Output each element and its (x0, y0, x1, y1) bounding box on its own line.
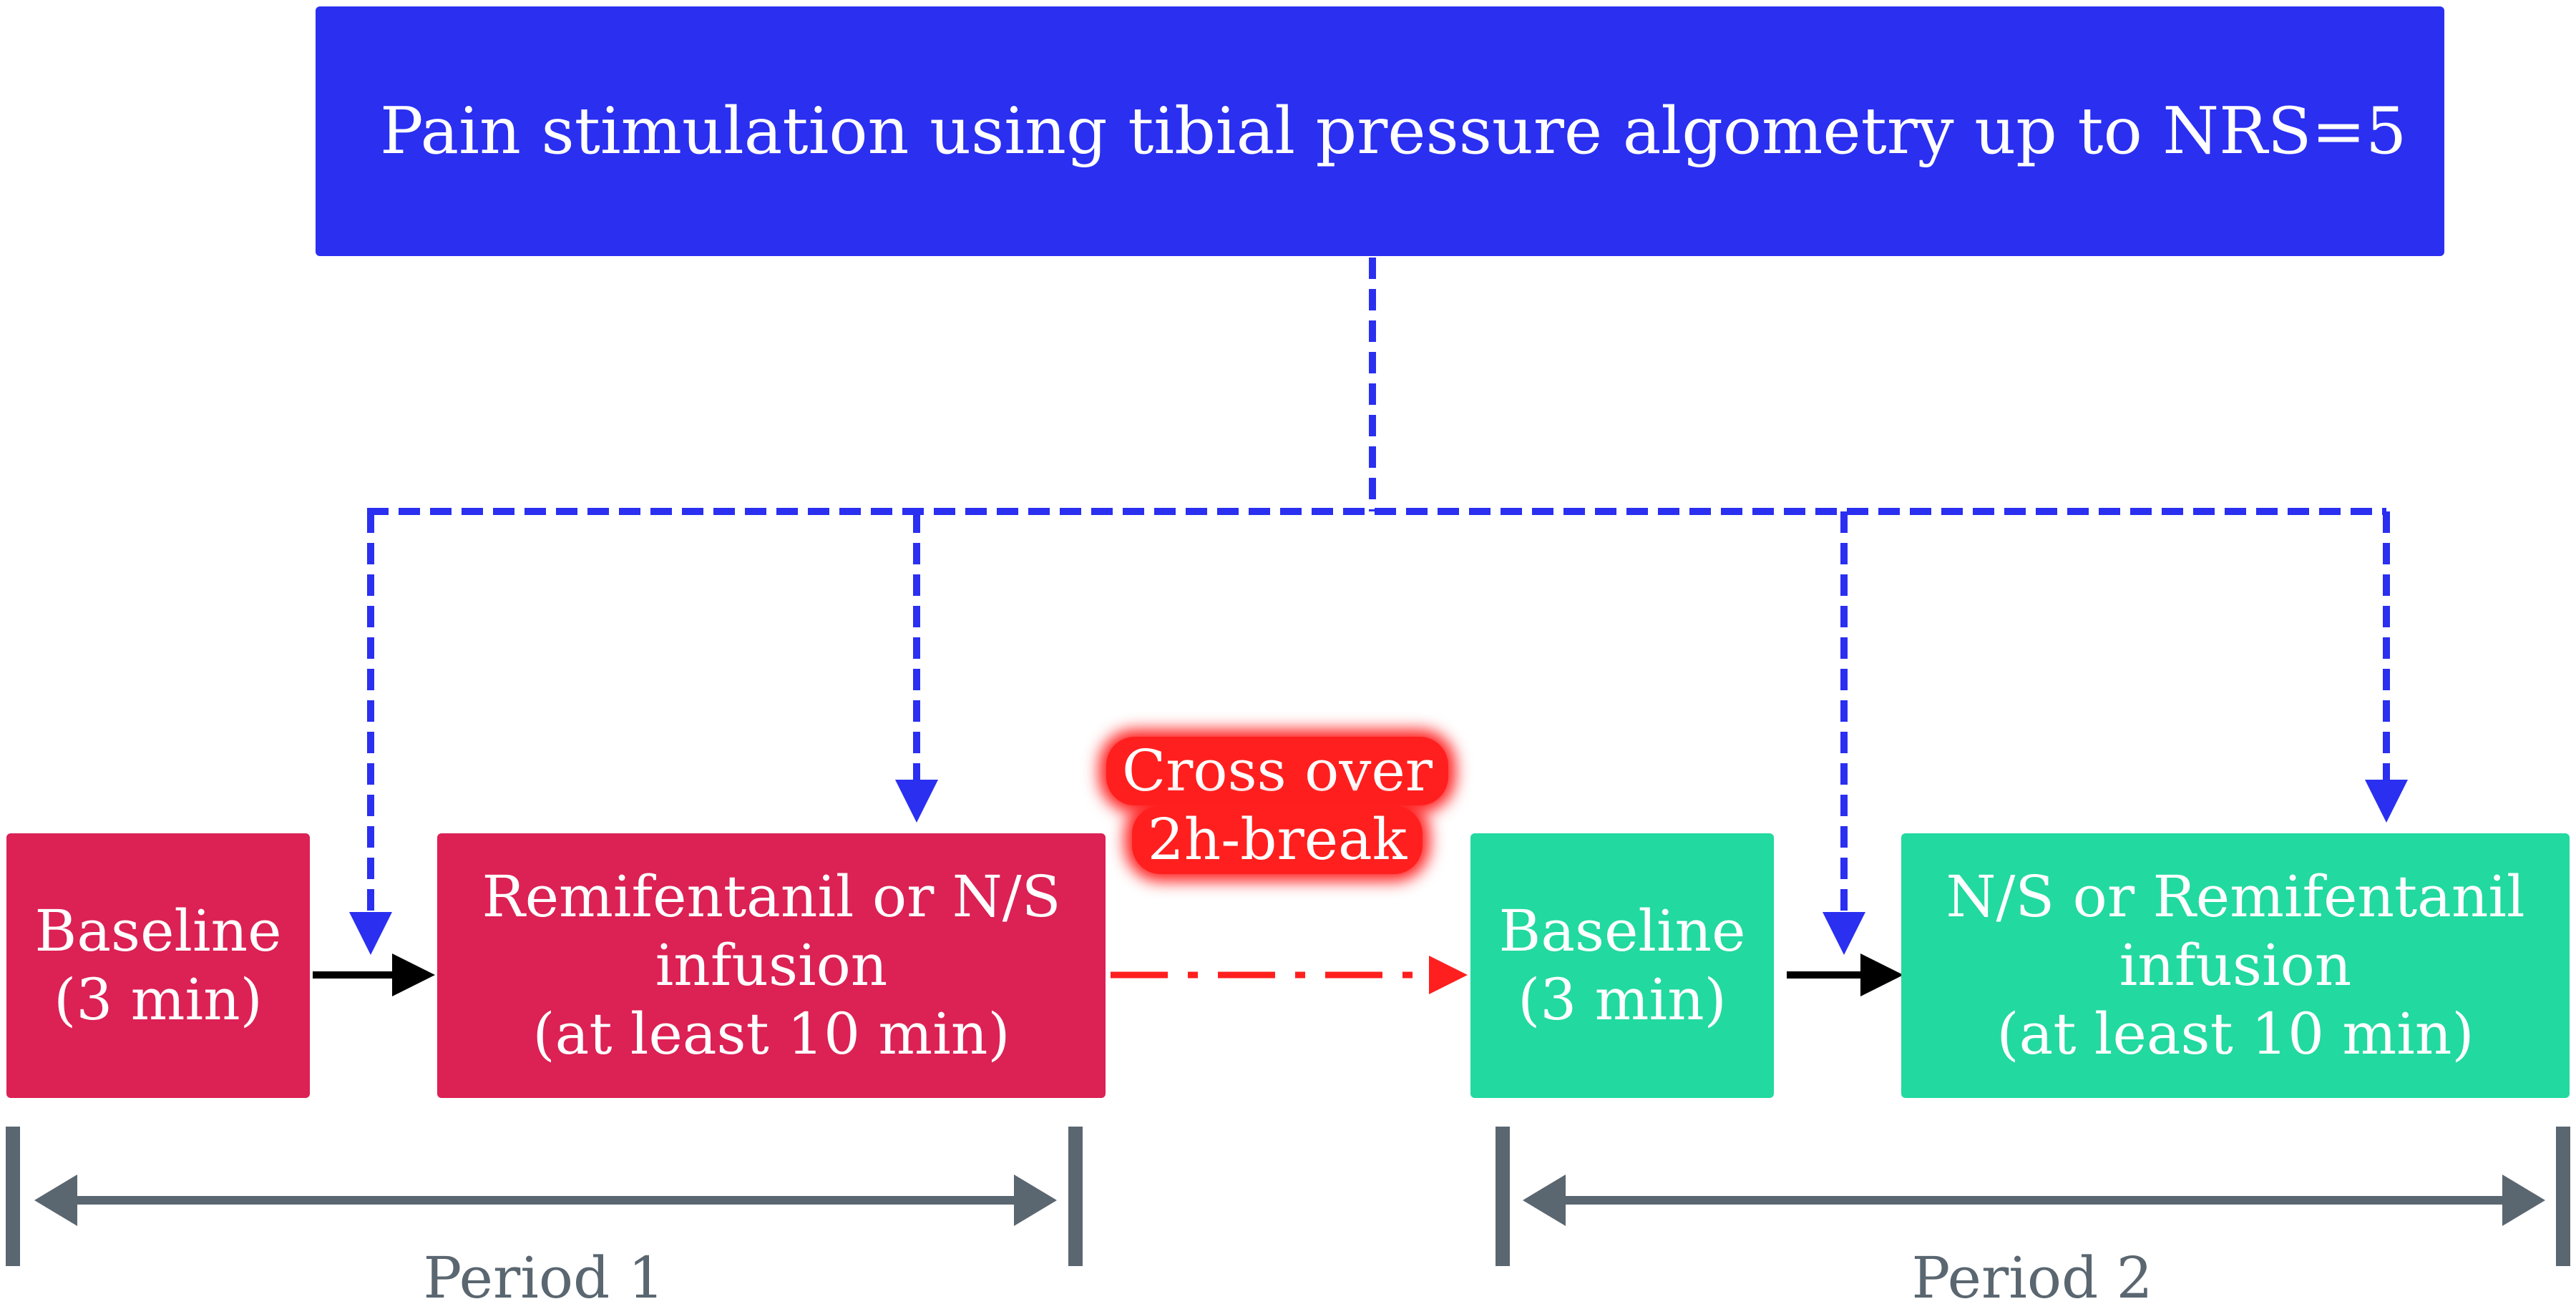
infusion-period-1-box: Remifentanil or N/S infusion (at least 1… (437, 833, 1106, 1098)
infusion-2-duration: (at least 10 min) (1996, 1001, 2474, 1067)
pain-stimulation-box: Pain stimulation using tibial pressure a… (316, 6, 2444, 256)
period-2-span (1496, 1127, 2570, 1266)
period-1-span (6, 1127, 1083, 1266)
stimulation-connectors (349, 258, 2408, 955)
baseline-1-title: Baseline (34, 898, 282, 964)
baseline-2-duration: (3 min) (1518, 966, 1727, 1033)
baseline-2-title: Baseline (1498, 898, 1746, 964)
infusion-1-title: infusion (655, 932, 888, 999)
infusion-2-title: infusion (2119, 932, 2352, 999)
baseline-period-2-box: Baseline (3 min) (1470, 833, 1774, 1098)
baseline-period-1-box: Baseline (3 min) (6, 833, 310, 1098)
period-1-label: Period 1 (423, 1245, 665, 1311)
crossover-break: 2h-break (1131, 805, 1423, 874)
baseline-1-duration: (3 min) (54, 966, 263, 1033)
infusion-1-drug: Remifentanil or N/S (482, 863, 1061, 930)
period-2-label: Period 2 (1911, 1245, 2153, 1311)
infusion-2-drug: N/S or Remifentanil (1946, 863, 2525, 930)
infusion-period-2-box: N/S or Remifentanil infusion (at least 1… (1901, 833, 2570, 1098)
crossover-title: Cross over (1106, 737, 1449, 805)
infusion-1-duration: (at least 10 min) (532, 1001, 1010, 1067)
crossover-label: Cross over 2h-break (1106, 737, 1449, 874)
pain-stimulation-label: Pain stimulation using tibial pressure a… (380, 93, 2407, 169)
